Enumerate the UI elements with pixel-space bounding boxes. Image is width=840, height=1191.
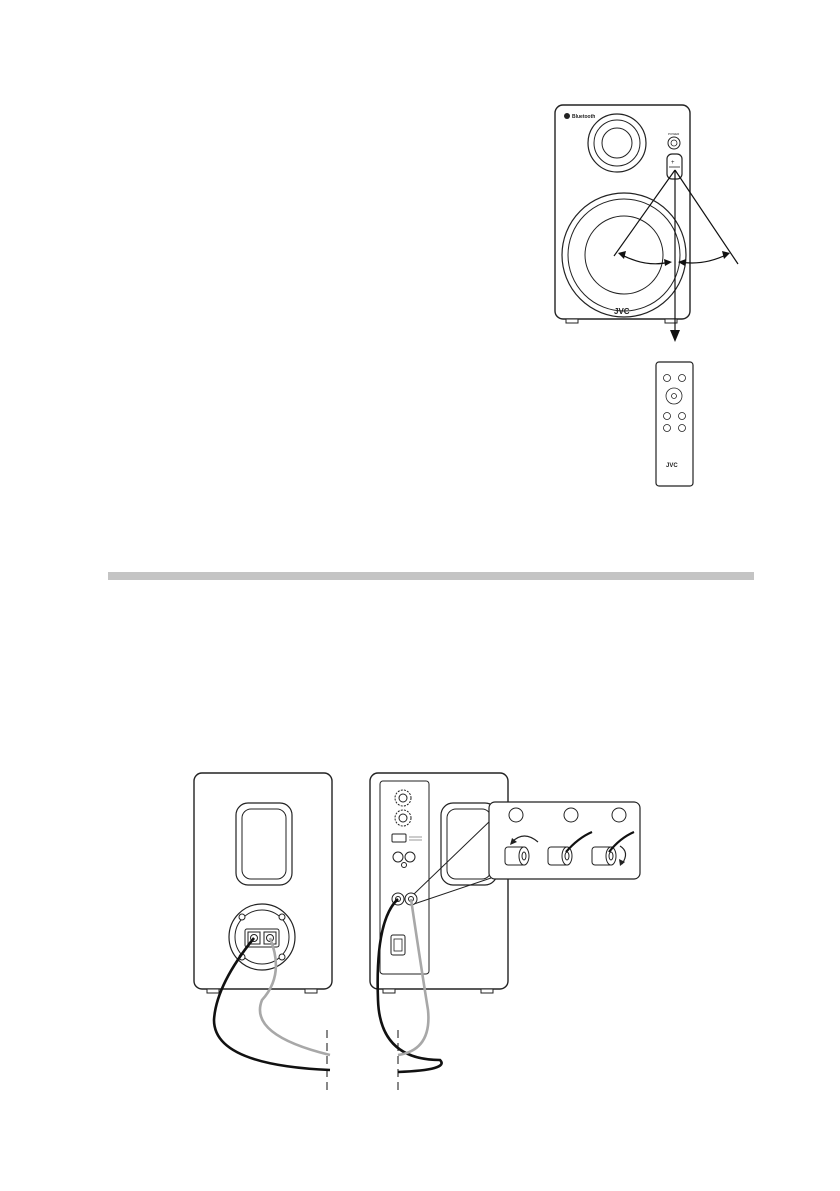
terminal-inset [489,802,640,879]
speaker-connection-figure [185,765,645,1105]
remote-button [664,375,671,382]
tweeter [588,114,646,172]
bluetooth-icon [564,113,570,119]
arrowhead-right-b [722,251,730,259]
remote-range-figure: Bluetooth POWER + JVC [540,95,760,495]
usb-port [392,834,406,842]
step-marker-2 [564,808,578,822]
step-marker-1 [509,808,523,822]
remote-button [679,413,686,420]
step-marker-3 [612,808,626,822]
svg-text:POWER: POWER [668,132,680,136]
passive-speaker-rear [194,773,332,993]
svg-text:+: + [671,160,675,166]
bluetooth-badge: Bluetooth [572,114,595,120]
remote-button [664,413,671,420]
remote-button [679,375,686,382]
jvc-logo-remote: JVC [666,463,678,469]
remote-button [679,425,686,432]
speaker-foot-left [566,319,578,323]
jvc-logo-front: JVC [614,307,630,316]
active-speaker-rear [370,773,508,993]
arrowhead-down [670,330,680,342]
section-divider [108,572,754,580]
bass-knob [395,810,411,826]
remote-button [664,425,671,432]
power-button-icon: POWER [668,132,680,149]
remote-control: JVC [656,362,693,486]
treble-knob [395,790,411,806]
